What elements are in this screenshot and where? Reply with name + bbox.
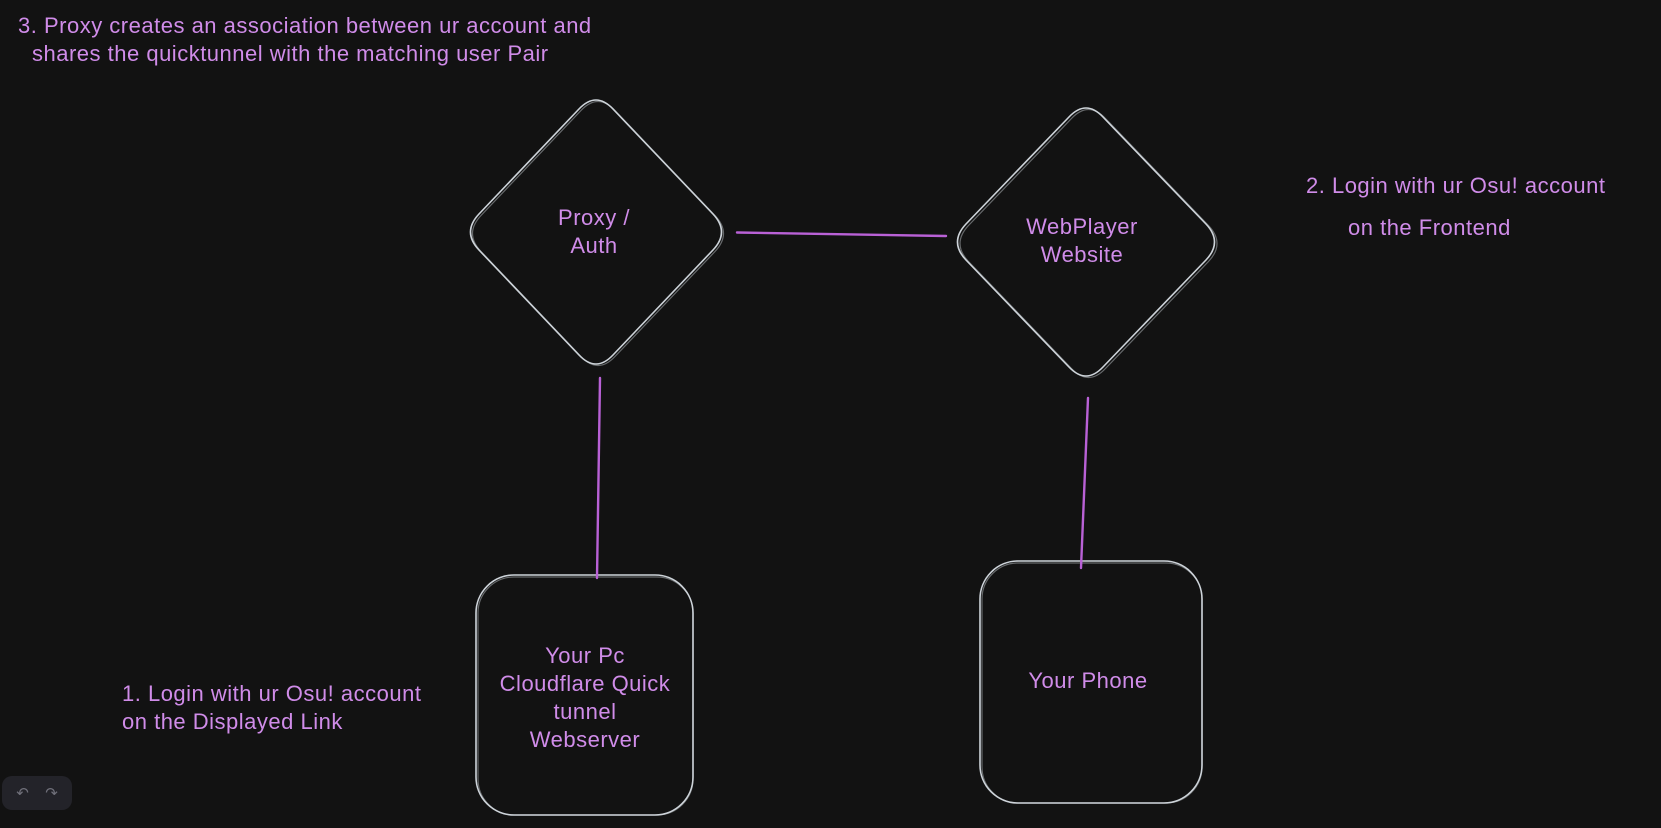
pc-webserver-label[interactable]: Your Pc Cloudflare Quick tunnel Webserve…	[475, 642, 695, 754]
undo-icon: ↶	[16, 784, 29, 802]
proxy-auth-diamond[interactable]	[469, 99, 725, 367]
edge-proxy-to-pc[interactable]	[595, 376, 602, 580]
annotation-step-1[interactable]: 1. Login with ur Osu! account on the Dis…	[122, 680, 421, 736]
proxy-auth-label[interactable]: Proxy / Auth	[484, 204, 704, 260]
your-phone-label[interactable]: Your Phone	[978, 667, 1198, 695]
webplayer-website-label-line-1: WebPlayer	[1026, 214, 1138, 239]
pc-webserver-label-line-1: Your Pc	[545, 643, 625, 668]
annotation-step-3-line-2: shares the quicktunnel with the matching…	[32, 41, 549, 66]
proxy-auth-label-line-2: Auth	[570, 233, 618, 258]
annotation-step-3-line-1: 3. Proxy creates an association between …	[18, 13, 592, 38]
annotation-step-1-line-1: 1. Login with ur Osu! account	[122, 681, 422, 706]
pc-webserver-rectangle[interactable]	[475, 574, 694, 816]
your-phone-rectangle[interactable]	[979, 560, 1203, 804]
annotation-step-1-line-2: on the Displayed Link	[122, 709, 343, 734]
pc-webserver-label-line-4: Webserver	[529, 727, 641, 752]
redo-button[interactable]: ↷	[39, 780, 65, 806]
annotation-step-2[interactable]: 2. Login with ur Osu! account on the Fro…	[1306, 172, 1605, 242]
edge-proxy-to-webplayer[interactable]	[735, 231, 948, 238]
webplayer-website-label-line-2: Website	[1040, 242, 1124, 267]
annotation-step-3[interactable]: 3. Proxy creates an association between …	[18, 12, 592, 68]
proxy-auth-label-line-1: Proxy /	[558, 205, 630, 230]
pc-webserver-label-line-3: tunnel	[553, 699, 617, 724]
webplayer-website-diamond[interactable]	[956, 107, 1218, 379]
annotation-step-2-line-1: 2. Login with ur Osu! account	[1306, 173, 1606, 198]
pc-webserver-label-line-2: Cloudflare Quick	[499, 671, 671, 696]
webplayer-website-label[interactable]: WebPlayer Website	[972, 213, 1192, 269]
your-phone-label-line-1: Your Phone	[1028, 668, 1148, 693]
edge-webplayer-to-phone[interactable]	[1079, 396, 1090, 570]
redo-icon: ↷	[45, 784, 58, 802]
annotation-step-2-line-2: on the Frontend	[1348, 215, 1511, 240]
undo-button[interactable]: ↶	[10, 780, 36, 806]
undo-redo-toolbar: ↶ ↷	[2, 776, 72, 810]
